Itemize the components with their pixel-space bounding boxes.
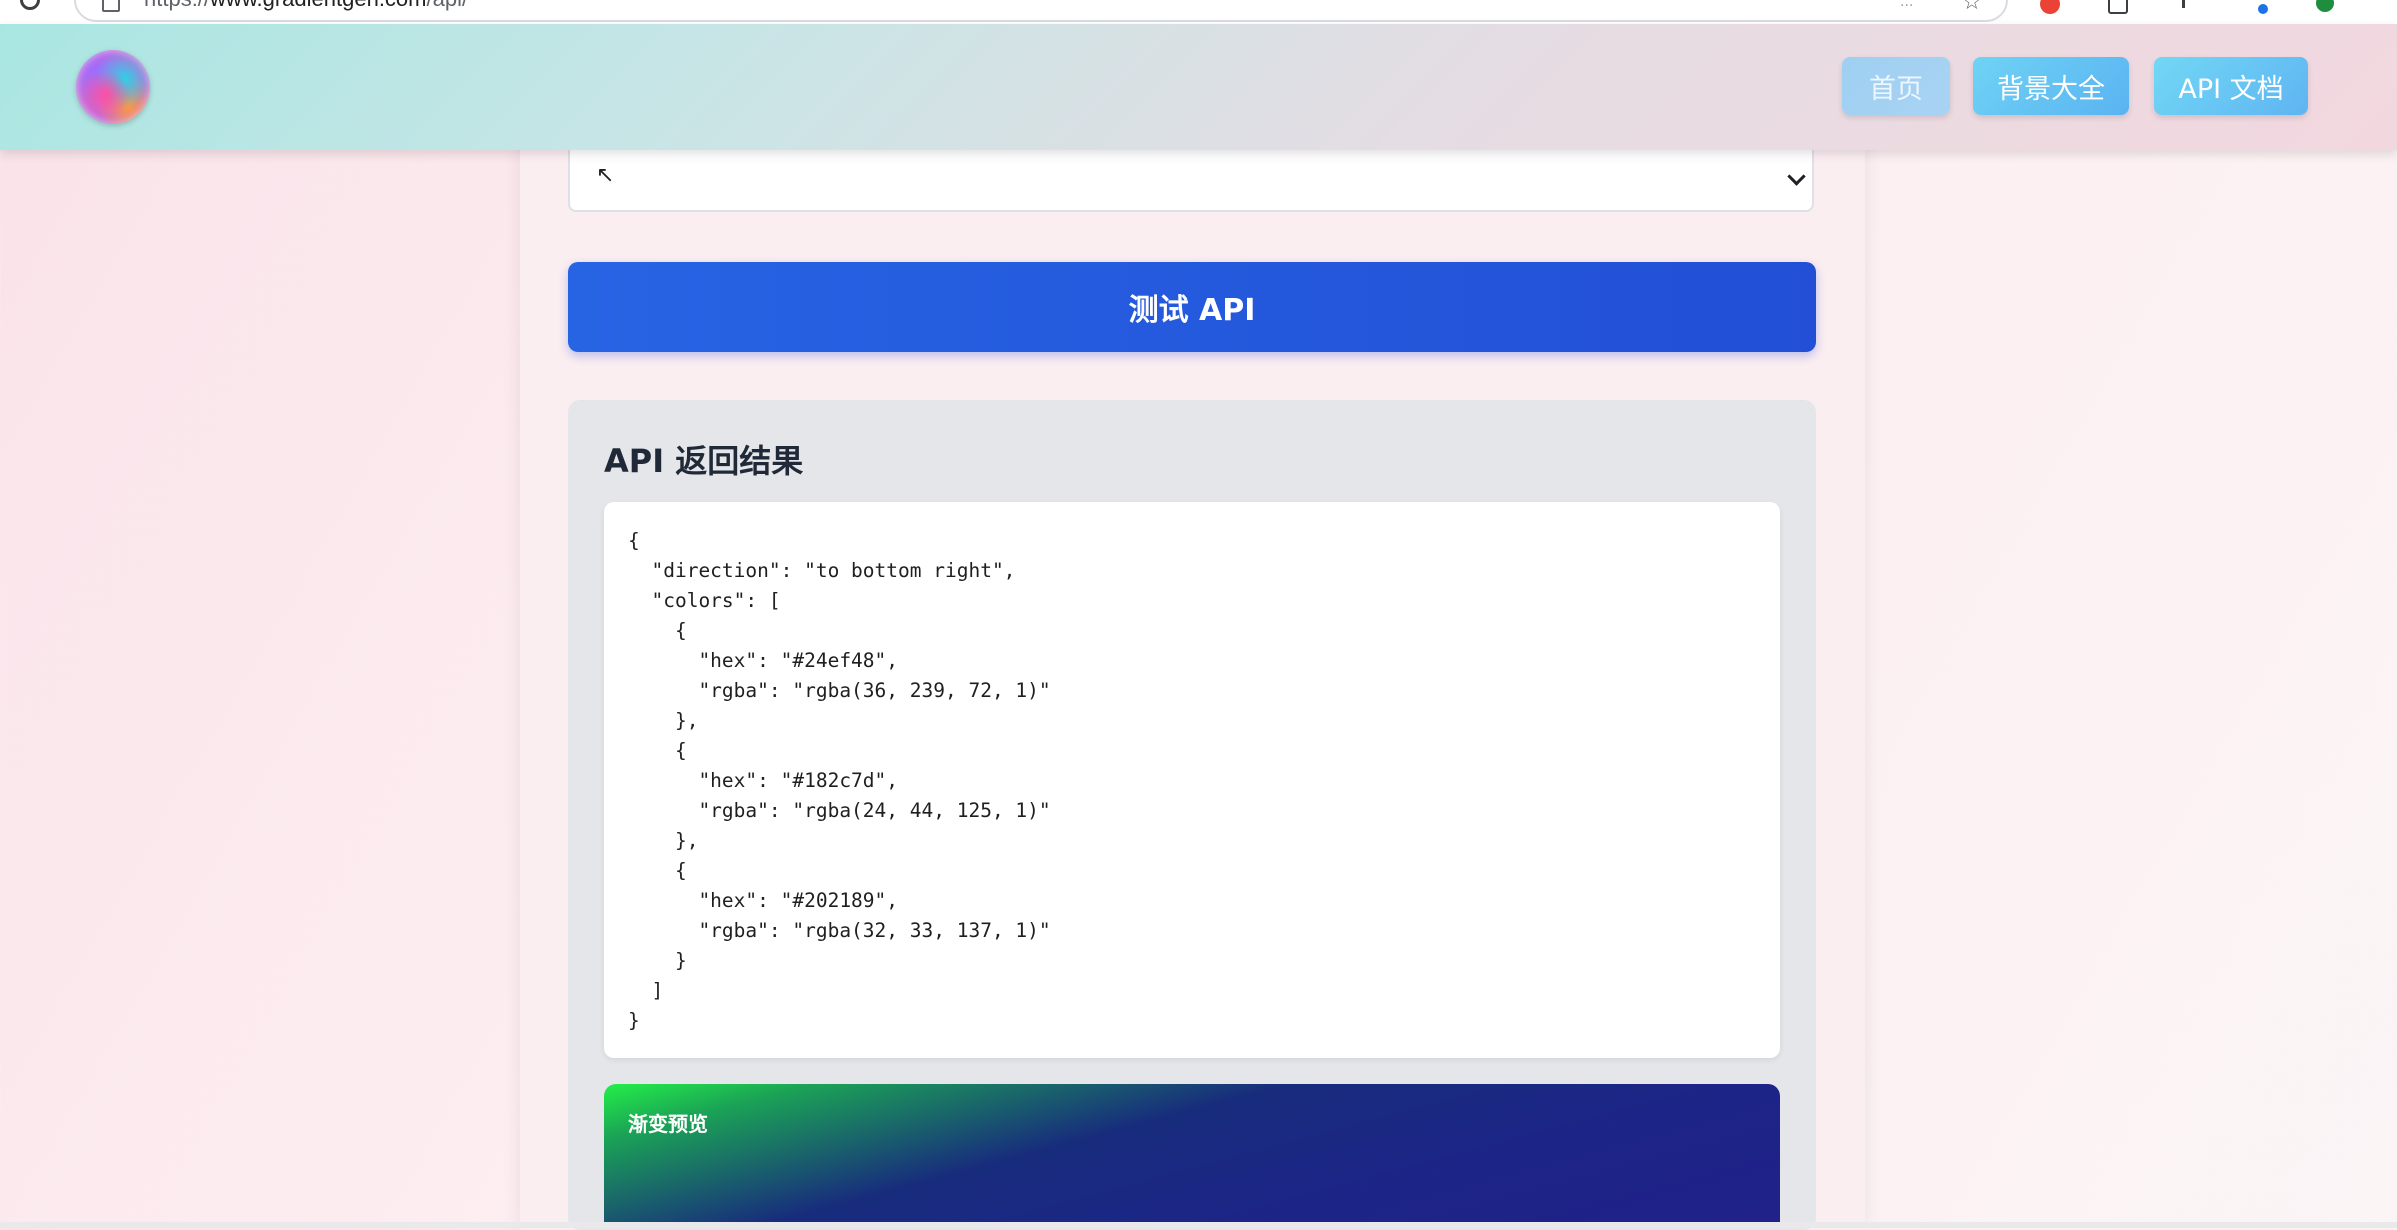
gradient-preview-label: 渐变预览 — [628, 1112, 708, 1136]
puzzle-icon[interactable] — [2108, 0, 2128, 14]
bottom-edge — [0, 1222, 2397, 1228]
nav-backgrounds-button[interactable]: 背景大全 — [1973, 57, 2129, 115]
profile-icon[interactable] — [2248, 0, 2268, 14]
lock-icon[interactable] — [102, 0, 120, 12]
result-title: API 返回结果 — [604, 442, 804, 480]
direction-select-value: ↖ — [596, 163, 615, 188]
reader-mode-icon[interactable]: ... — [1900, 0, 1914, 10]
shield-icon[interactable] — [2316, 0, 2334, 12]
direction-select[interactable] — [568, 144, 1814, 212]
site-header: 首页 背景大全 API 文档 — [0, 24, 2397, 150]
address-text[interactable]: https://www.gradientgen.com/api/ — [144, 0, 468, 12]
json-output-box — [604, 502, 1780, 1058]
nav-api-docs-button[interactable]: API 文档 — [2154, 57, 2308, 115]
reload-icon[interactable] — [20, 0, 40, 10]
json-output-text: { "direction": "to bottom right", "color… — [628, 529, 1051, 1032]
logo-orb[interactable] — [76, 50, 150, 124]
star-icon[interactable]: ☆ — [1962, 0, 1982, 15]
browser-toolbar: https://www.gradientgen.com/api/ ... ☆ — [0, 0, 2397, 24]
gradient-preview — [604, 1084, 1780, 1228]
nav-home-button[interactable]: 首页 — [1842, 57, 1950, 115]
flag-icon[interactable] — [2182, 0, 2201, 8]
test-api-button[interactable]: 测试 API — [568, 262, 1816, 352]
extension-red-icon[interactable] — [2040, 0, 2060, 14]
